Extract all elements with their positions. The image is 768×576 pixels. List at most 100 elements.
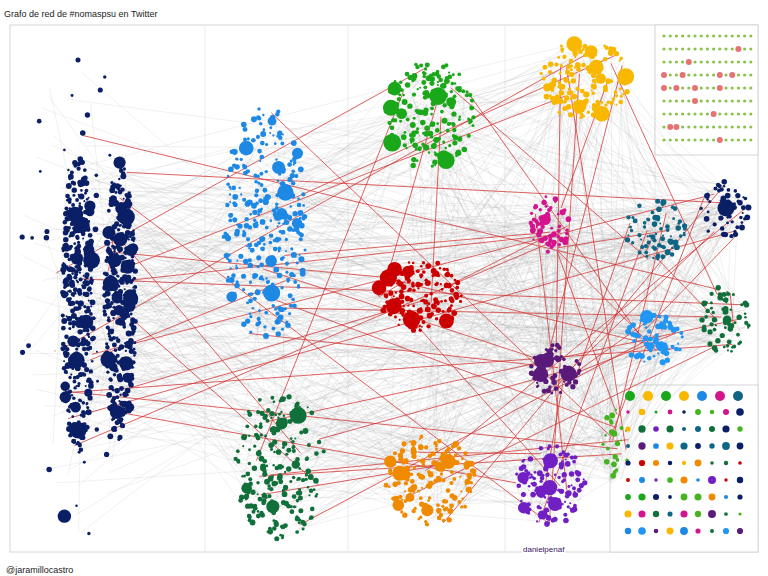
node-dot	[86, 333, 90, 337]
node-dot	[294, 174, 298, 178]
node-dot	[84, 192, 87, 195]
node-dot	[90, 239, 93, 242]
node-dot	[274, 142, 277, 145]
node-dot	[63, 237, 69, 243]
node-dot	[115, 395, 119, 399]
node-dot	[117, 246, 123, 252]
node-dot	[281, 328, 284, 331]
node-dot	[248, 263, 253, 268]
node-dot	[117, 228, 121, 232]
node-dot	[103, 75, 106, 78]
node-dot	[73, 164, 77, 168]
node-dot	[232, 194, 238, 200]
node-dot	[37, 119, 42, 124]
node-dot	[259, 276, 263, 280]
node-dot	[119, 417, 123, 421]
node-dot	[259, 263, 264, 268]
node-dot	[275, 158, 277, 160]
node-dot	[255, 189, 259, 193]
node-dot	[249, 281, 252, 284]
node-dot	[110, 181, 113, 184]
node-dot	[79, 271, 81, 273]
node-dot	[93, 226, 99, 232]
node-dot	[113, 157, 125, 169]
node-dot	[75, 300, 79, 304]
node-dot	[78, 307, 81, 310]
node-dot	[257, 149, 262, 154]
node-dot	[131, 293, 136, 298]
node-dot	[69, 178, 71, 180]
node-dot	[88, 346, 92, 350]
node-dot	[108, 154, 111, 157]
node-dot	[259, 155, 264, 160]
node-dot	[118, 238, 121, 241]
node-dot	[132, 360, 136, 364]
node-dot	[130, 376, 134, 380]
node-dot	[118, 378, 122, 382]
node-dot	[98, 87, 103, 92]
node-dot	[77, 382, 80, 385]
node-dot	[119, 185, 121, 187]
node-dot	[125, 281, 128, 284]
node-dot	[72, 187, 77, 192]
node-dot	[125, 350, 127, 352]
node-dot	[86, 308, 91, 313]
node-dot	[113, 293, 116, 296]
node-dot	[112, 342, 117, 347]
node-dot	[86, 198, 89, 201]
node-dot	[76, 249, 80, 253]
node-dot	[71, 292, 75, 296]
node-dot	[229, 193, 231, 195]
node-dot	[120, 267, 126, 273]
node-dot	[68, 327, 71, 330]
node-dot	[66, 362, 70, 366]
node-dot	[63, 352, 67, 356]
node-dot	[74, 252, 77, 255]
node-dot	[58, 509, 71, 522]
node-dot	[124, 212, 129, 217]
node-dot	[68, 405, 71, 408]
node-dot	[301, 192, 305, 196]
node-dot	[115, 414, 117, 416]
isolates-panel	[655, 25, 758, 155]
node-dot	[85, 317, 87, 319]
node-dot	[96, 351, 98, 353]
edge-line	[53, 177, 67, 446]
node-dot	[125, 388, 131, 394]
node-dot	[132, 230, 135, 233]
node-dot	[82, 414, 86, 418]
node-dot	[68, 290, 71, 293]
node-dot	[109, 187, 115, 193]
node-dot	[75, 57, 80, 62]
node-dot	[249, 213, 252, 216]
node-dot	[296, 157, 298, 159]
node-dot	[256, 135, 260, 139]
node-dot	[67, 421, 72, 426]
node-dot	[105, 285, 108, 288]
node-dot	[118, 347, 122, 351]
node-dot	[71, 439, 76, 444]
node-dot	[108, 335, 111, 338]
node-dot	[71, 415, 74, 418]
node-dot	[288, 293, 293, 298]
node-dot	[253, 218, 256, 221]
node-dot	[238, 254, 243, 259]
node-dot	[20, 234, 25, 239]
node-dot	[252, 276, 256, 280]
node-dot	[75, 198, 79, 202]
node-dot	[85, 189, 89, 193]
node-dot	[83, 461, 86, 464]
node-dot	[115, 319, 121, 325]
node-dot	[114, 201, 119, 206]
node-dot	[276, 110, 280, 114]
node-dot	[76, 167, 80, 171]
node-dot	[298, 254, 300, 256]
node-dot	[110, 328, 114, 332]
node-dot	[242, 233, 246, 237]
node-dot	[119, 299, 121, 301]
node-dot	[66, 254, 70, 258]
node-dot	[116, 338, 121, 343]
node-dot	[86, 227, 91, 232]
node-dot	[88, 220, 91, 223]
node-dot	[234, 283, 239, 288]
